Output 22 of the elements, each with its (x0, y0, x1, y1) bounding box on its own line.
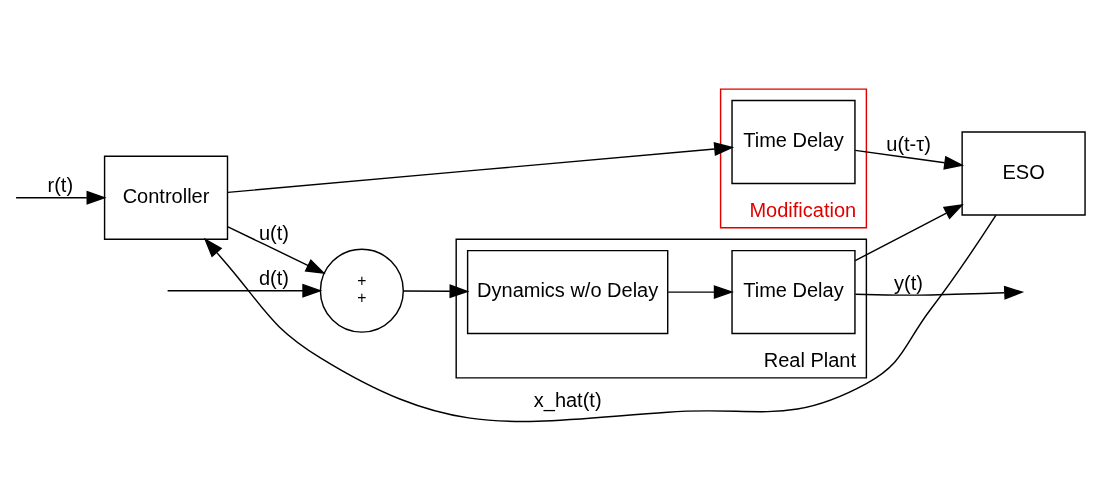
edge-label: u(t) (258, 221, 289, 244)
node-box: Time Delay (731, 249, 856, 335)
edge-label: x_hat(t) (533, 388, 602, 411)
arrow (854, 285, 1025, 300)
arrow (227, 142, 735, 194)
arrow (203, 214, 997, 423)
edge-label: y(t) (894, 271, 923, 294)
arrow (667, 285, 734, 300)
arrow (402, 284, 470, 299)
arrow (854, 149, 965, 170)
node-box: Controller (103, 155, 229, 240)
arrow (166, 283, 323, 298)
node-box: Time Delay (731, 99, 856, 185)
edge-label: r(t) (47, 174, 74, 197)
edge-label: u(t-τ) (886, 132, 931, 155)
node-circle: + + (319, 248, 404, 333)
arrow (227, 226, 326, 274)
edge-label: d(t) (258, 267, 289, 290)
arrow (854, 203, 964, 262)
arrow (15, 190, 107, 205)
node-box: Dynamics w/o Delay (466, 249, 669, 335)
node-box: ESO (961, 131, 1086, 216)
